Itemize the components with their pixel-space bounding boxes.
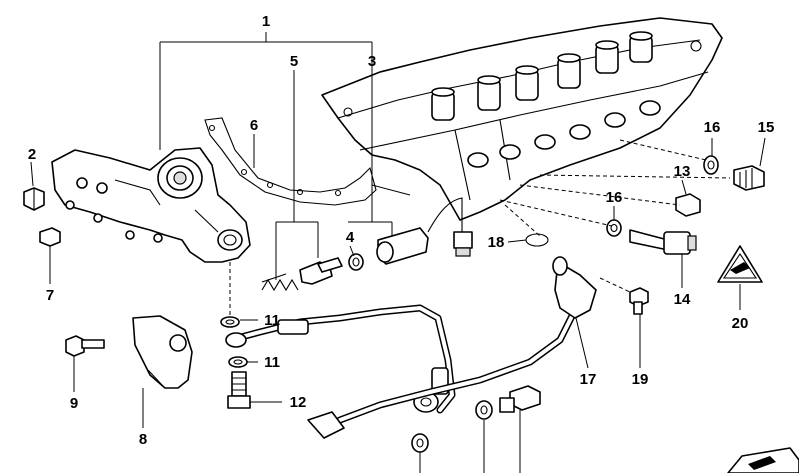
- washer-11b: [228, 356, 248, 368]
- callout-3: 3: [368, 53, 376, 70]
- washer-11a: [220, 316, 240, 328]
- callout-5: 5: [290, 53, 298, 70]
- vanos-housing: [51, 147, 251, 263]
- alignment-lines: [229, 139, 731, 318]
- bottom-washers: [411, 400, 493, 453]
- sensor-cable-17: [307, 256, 597, 439]
- callout-16-upper: 16: [704, 119, 721, 136]
- ring-4: [348, 253, 364, 271]
- callout-9: 9: [70, 395, 78, 412]
- callout-14: 14: [674, 291, 691, 308]
- callout-labels: 1 2 3 4 5 6 7 8 9 11 11 12 13 14 15 16 1…: [28, 13, 775, 448]
- bracket-8: [132, 315, 193, 389]
- washer-16b: [606, 219, 622, 237]
- solenoid-3: [376, 197, 473, 265]
- callout-6: 6: [250, 117, 258, 134]
- callout-2: 2: [28, 146, 36, 163]
- banjo-bolt: [499, 385, 541, 413]
- callout-13: 13: [674, 163, 691, 180]
- gasket-6: [204, 117, 377, 206]
- bolt-9: [65, 335, 105, 357]
- sensor-14: [629, 229, 697, 255]
- bolt-15: [733, 165, 765, 191]
- washer-16a: [703, 155, 719, 175]
- callout-18: 18: [488, 234, 505, 251]
- bolt-19: [629, 287, 649, 315]
- callout-17: 17: [580, 371, 597, 388]
- corner-tool-icon: [727, 447, 799, 473]
- callout-11-upper: 11: [264, 312, 280, 329]
- plug-7: [39, 227, 61, 247]
- warning-sign-20: [717, 245, 763, 283]
- spring-5: [261, 257, 343, 292]
- plug-13: [675, 193, 701, 217]
- callout-19: 19: [632, 371, 649, 388]
- callout-1: 1: [262, 13, 270, 30]
- callout-4: 4: [346, 229, 355, 246]
- callout-8: 8: [139, 431, 147, 448]
- callout-11-lower: 11: [264, 354, 280, 371]
- callout-7: 7: [46, 287, 54, 304]
- bolt-12: [227, 371, 251, 409]
- leader-lines: [30, 32, 766, 473]
- bolt-2: [23, 187, 45, 211]
- callout-16-lower: 16: [606, 189, 623, 206]
- oring-18: [525, 233, 549, 247]
- cylinder-head: [321, 17, 723, 221]
- callout-15: 15: [758, 119, 775, 136]
- callout-20: 20: [732, 315, 749, 332]
- callout-12: 12: [290, 394, 307, 411]
